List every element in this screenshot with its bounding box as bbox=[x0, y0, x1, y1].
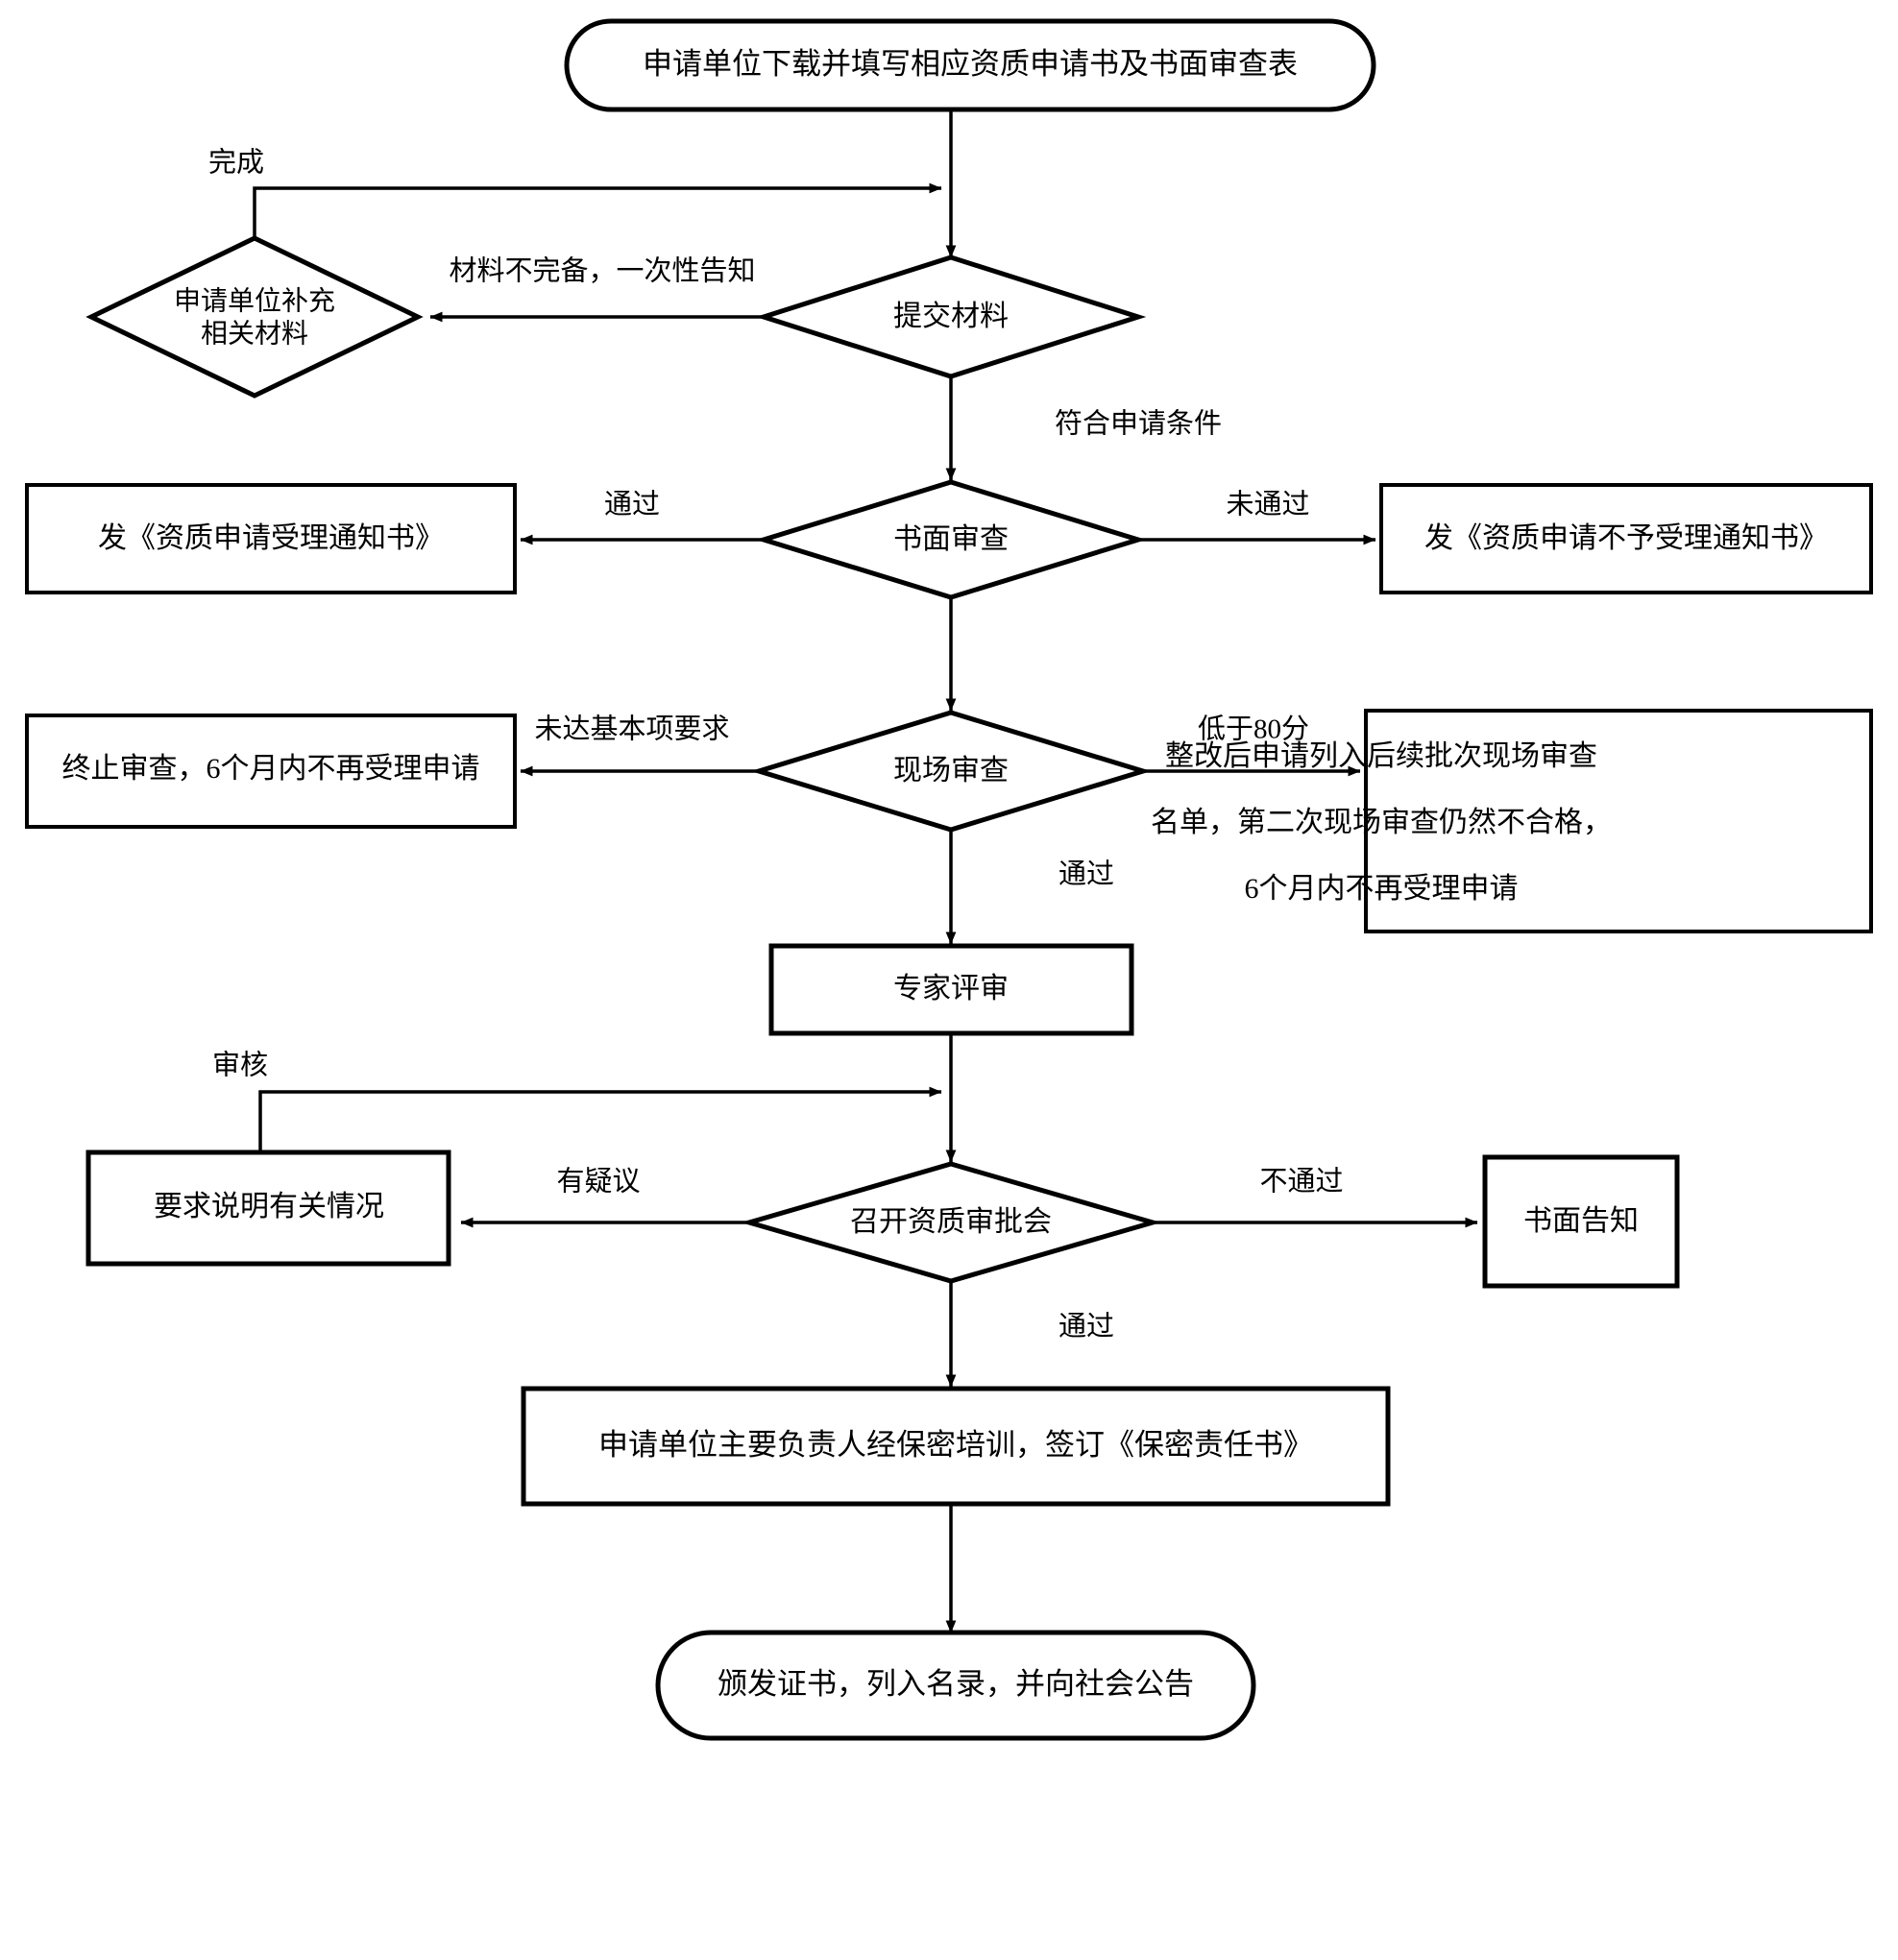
edge-label-has-doubt: 有疑议 bbox=[556, 1166, 640, 1198]
node-explain[interactable]: 要求说明有关情况 bbox=[85, 1149, 451, 1267]
node-supplement-label-2: 相关材料 bbox=[201, 318, 308, 349]
edge-label-fail: 不通过 bbox=[1259, 1166, 1343, 1198]
node-terminate[interactable]: 终止审查，6个月内不再受理申请 bbox=[25, 714, 517, 829]
node-training-label: 申请单位主要负责人经保密培训，签订《保密责任书》 bbox=[598, 1428, 1313, 1462]
edge-label-incomplete-materials: 材料不完备，一次性告知 bbox=[449, 255, 755, 287]
edge-label-not-pass-paper: 未通过 bbox=[1226, 489, 1309, 520]
node-site-review-label: 现场审查 bbox=[893, 755, 1009, 786]
node-rectify-label-3: 6个月内不再受理申请 bbox=[1245, 873, 1519, 905]
edge-supplement-submit bbox=[253, 182, 942, 238]
edge-label-finish: 完成 bbox=[208, 147, 264, 179]
node-accept-notice-label: 发《资质申请受理通知书》 bbox=[98, 522, 444, 554]
node-training[interactable]: 申请单位主要负责人经保密培训，签订《保密责任书》 bbox=[521, 1386, 1391, 1507]
edge-explain-meeting bbox=[258, 1086, 942, 1152]
node-rectify-label-1: 整改后申请列入后续批次现场审查 bbox=[1165, 740, 1597, 772]
node-paper-review-label: 书面审查 bbox=[893, 523, 1009, 555]
edge-label-below-80: 低于80分 bbox=[1198, 714, 1309, 745]
node-rectify[interactable]: 整改后申请列入后续批次现场审查 名单，第二次现场审查仍然不合格， 6个月内不再受… bbox=[1151, 709, 1873, 933]
node-expert-review-label: 专家评审 bbox=[893, 973, 1009, 1004]
node-start[interactable]: 申请单位下载并填写相应资质申请书及书面审查表 bbox=[564, 18, 1376, 112]
node-explain-label: 要求说明有关情况 bbox=[154, 1191, 384, 1222]
edge-label-meets-conditions: 符合申请条件 bbox=[1055, 408, 1222, 440]
node-submit-label: 提交材料 bbox=[893, 301, 1009, 332]
node-approval-meeting[interactable]: 召开资质审批会 bbox=[741, 1161, 1161, 1284]
node-site-review[interactable]: 现场审查 bbox=[750, 710, 1152, 833]
edge-label-pass-paper: 通过 bbox=[604, 489, 660, 520]
node-reject-notice[interactable]: 发《资质申请不予受理通知书》 bbox=[1379, 483, 1873, 594]
node-approval-meeting-label: 召开资质审批会 bbox=[850, 1206, 1052, 1238]
node-written-notice[interactable]: 书面告知 bbox=[1482, 1154, 1680, 1289]
edge-label-audit: 审核 bbox=[212, 1050, 268, 1081]
node-supplement-label-1: 申请单位补充 bbox=[174, 285, 335, 316]
node-written-notice-label: 书面告知 bbox=[1523, 1205, 1639, 1237]
node-accept-notice[interactable]: 发《资质申请受理通知书》 bbox=[25, 483, 517, 594]
edge-label-below-basic: 未达基本项要求 bbox=[534, 714, 729, 745]
node-supplement[interactable]: 申请单位补充 相关材料 bbox=[85, 235, 424, 399]
node-expert-review[interactable]: 专家评审 bbox=[768, 943, 1134, 1036]
node-issue-cert-label: 颁发证书，列入名录，并向社会公告 bbox=[718, 1667, 1194, 1701]
node-rectify-label-2: 名单，第二次现场审查仍然不合格， bbox=[1151, 807, 1612, 838]
node-terminate-label: 终止审查，6个月内不再受理申请 bbox=[62, 753, 480, 785]
node-start-label: 申请单位下载并填写相应资质申请书及书面审查表 bbox=[643, 47, 1298, 81]
edge-label-pass-site: 通过 bbox=[1058, 859, 1114, 890]
edge-label-pass-meeting: 通过 bbox=[1058, 1311, 1114, 1343]
node-issue-cert[interactable]: 颁发证书，列入名录，并向社会公告 bbox=[655, 1630, 1256, 1741]
node-reject-notice-label: 发《资质申请不予受理通知书》 bbox=[1424, 522, 1828, 554]
